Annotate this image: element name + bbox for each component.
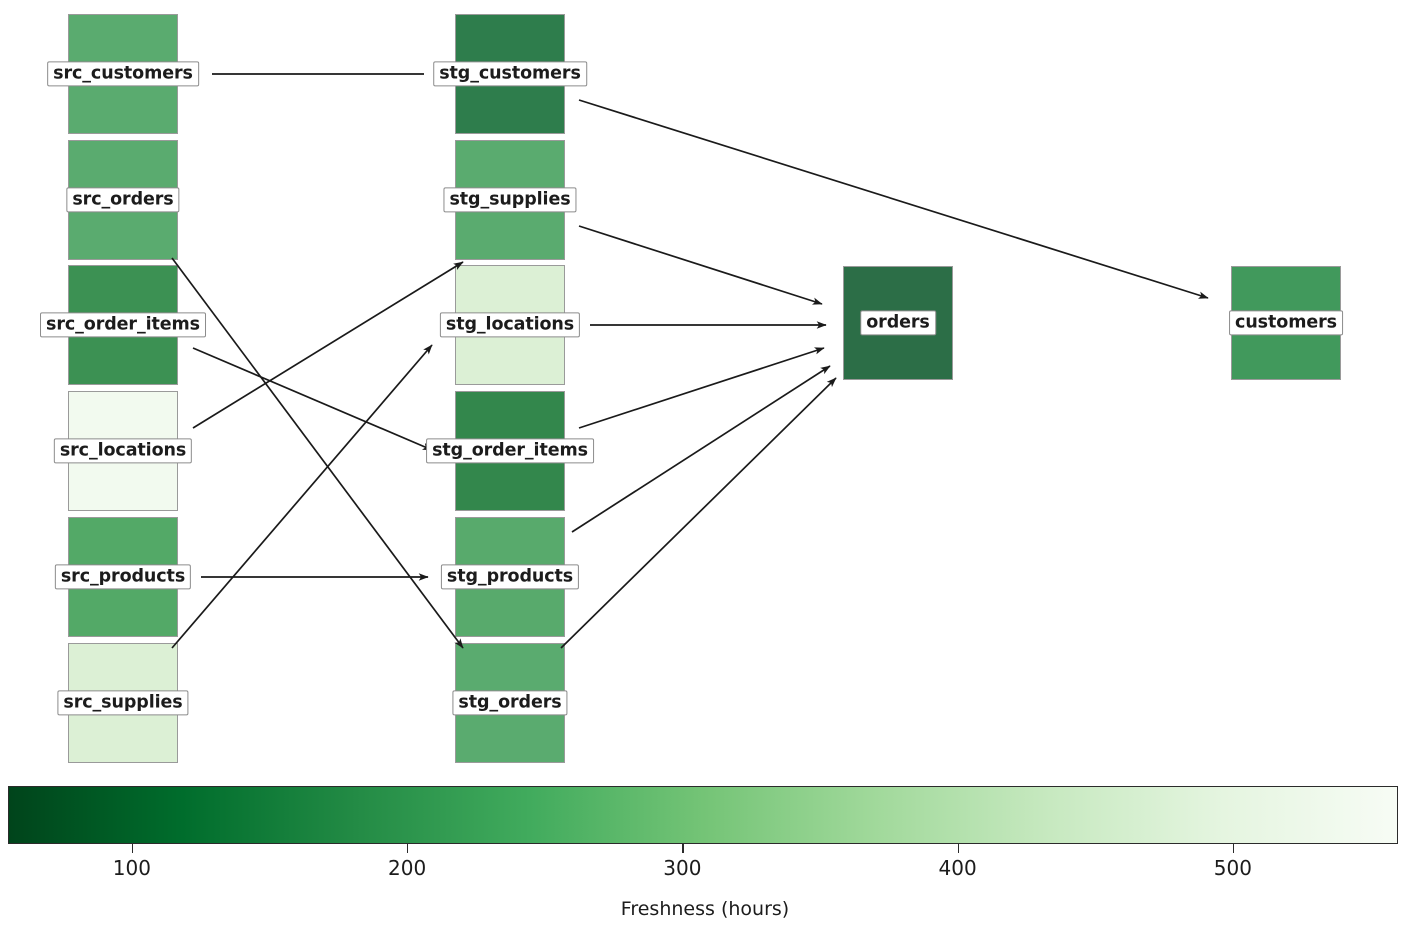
colorbar-tick-100 — [131, 844, 134, 853]
colorbar-tick-label-100: 100 — [112, 856, 151, 880]
edge-src_orders-to-stg_orders — [171, 257, 464, 649]
edge-stg_supplies-to-orders — [578, 225, 823, 305]
node-label-src_products[interactable]: src_products — [54, 564, 192, 590]
node-label-stg_supplies[interactable]: stg_supplies — [443, 187, 577, 213]
colorbar-tick-label-400: 400 — [938, 856, 977, 880]
node-label-src_locations[interactable]: src_locations — [53, 438, 193, 464]
node-label-src_orders[interactable]: src_orders — [66, 187, 180, 213]
edge-stg_products-to-orders — [571, 365, 831, 533]
node-label-stg_order_items[interactable]: stg_order_items — [426, 438, 594, 464]
node-label-stg_customers[interactable]: stg_customers — [433, 61, 587, 87]
colorbar-tick-200 — [407, 844, 409, 853]
node-label-customers[interactable]: customers — [1229, 310, 1343, 336]
colorbar-axis-label: Freshness (hours) — [620, 898, 790, 920]
node-label-src_order_items[interactable]: src_order_items — [40, 312, 206, 338]
colorbar-tick-400 — [957, 844, 959, 853]
node-label-orders[interactable]: orders — [860, 310, 936, 336]
colorbar-tick-label-500: 500 — [1213, 856, 1252, 880]
edge-stg_orders-to-orders — [560, 377, 837, 649]
edge-stg_order_items-to-orders — [578, 347, 825, 429]
colorbar-tick-300 — [682, 844, 684, 853]
edge-src_supplies-to-stg_supplies — [171, 344, 433, 649]
node-label-src_supplies[interactable]: src_supplies — [57, 690, 189, 716]
node-label-stg_locations[interactable]: stg_locations — [439, 312, 581, 338]
colorbar[interactable]: 100 200 300 400 500 Freshness (hours) — [0, 786, 1410, 926]
edge-src_order_items-to-stg_order_items — [192, 347, 433, 451]
node-label-src_customers[interactable]: src_customers — [47, 61, 199, 87]
node-label-stg_products[interactable]: stg_products — [440, 564, 580, 590]
colorbar-tick-500 — [1232, 844, 1235, 853]
colorbar-tick-label-200: 200 — [388, 856, 427, 880]
edge-src_locations-to-stg_locations — [192, 261, 464, 429]
colorbar-gradient — [8, 786, 1398, 844]
node-label-stg_orders[interactable]: stg_orders — [452, 690, 568, 716]
colorbar-tick-label-300: 300 — [663, 856, 702, 880]
